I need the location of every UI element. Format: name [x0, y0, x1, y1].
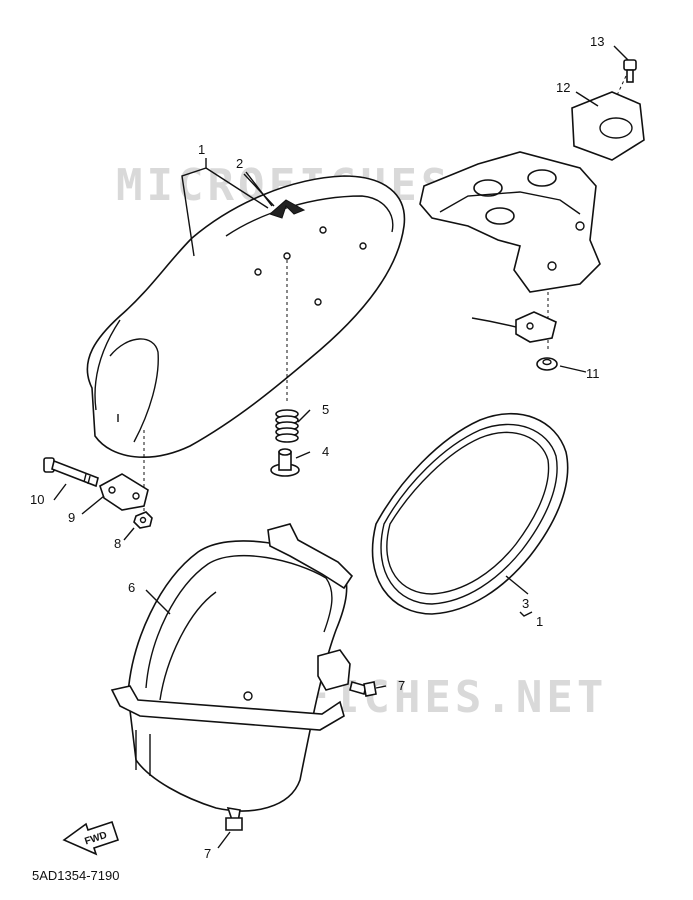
fwd-arrow-icon: FWD [62, 820, 120, 856]
bolt-right [349, 681, 377, 697]
gasket-callout-bracket [519, 611, 533, 617]
callout-6: 6 [128, 580, 135, 595]
hinge-bolt [43, 457, 99, 488]
callout-10: 10 [30, 492, 44, 507]
callout-7-bottom: 7 [204, 846, 211, 861]
bolt-bottom [225, 806, 243, 831]
callout-1-seat: 1 [198, 142, 205, 157]
seat-lock-bracket [419, 151, 601, 293]
callout-5: 5 [322, 402, 329, 417]
seat [86, 175, 406, 458]
callout-2: 2 [236, 156, 243, 171]
collar [270, 448, 300, 477]
helmet-box [110, 523, 354, 812]
hinge-nut [133, 511, 153, 529]
callout-11: 11 [586, 366, 600, 381]
callout-4: 4 [322, 444, 329, 459]
seat-lock-cable [471, 311, 557, 343]
lock-cover [571, 91, 645, 161]
callout-9: 9 [68, 510, 75, 525]
hinge-bracket [99, 473, 149, 511]
seat-callout-bracket [181, 158, 207, 257]
spring [275, 409, 299, 443]
callout-13: 13 [590, 34, 604, 49]
callout-3: 3 [522, 596, 529, 611]
seat-gasket [371, 412, 569, 615]
seat-lock-nut [536, 357, 558, 371]
cover-screw [623, 59, 637, 83]
callout-1-gasket: 1 [536, 614, 543, 629]
catalog-number: 5AD1354-7190 [32, 868, 119, 883]
emblem [269, 199, 306, 219]
leader-lines [53, 45, 629, 849]
callout-8: 8 [114, 536, 121, 551]
callout-12: 12 [556, 80, 570, 95]
callout-7-right: 7 [398, 678, 405, 693]
